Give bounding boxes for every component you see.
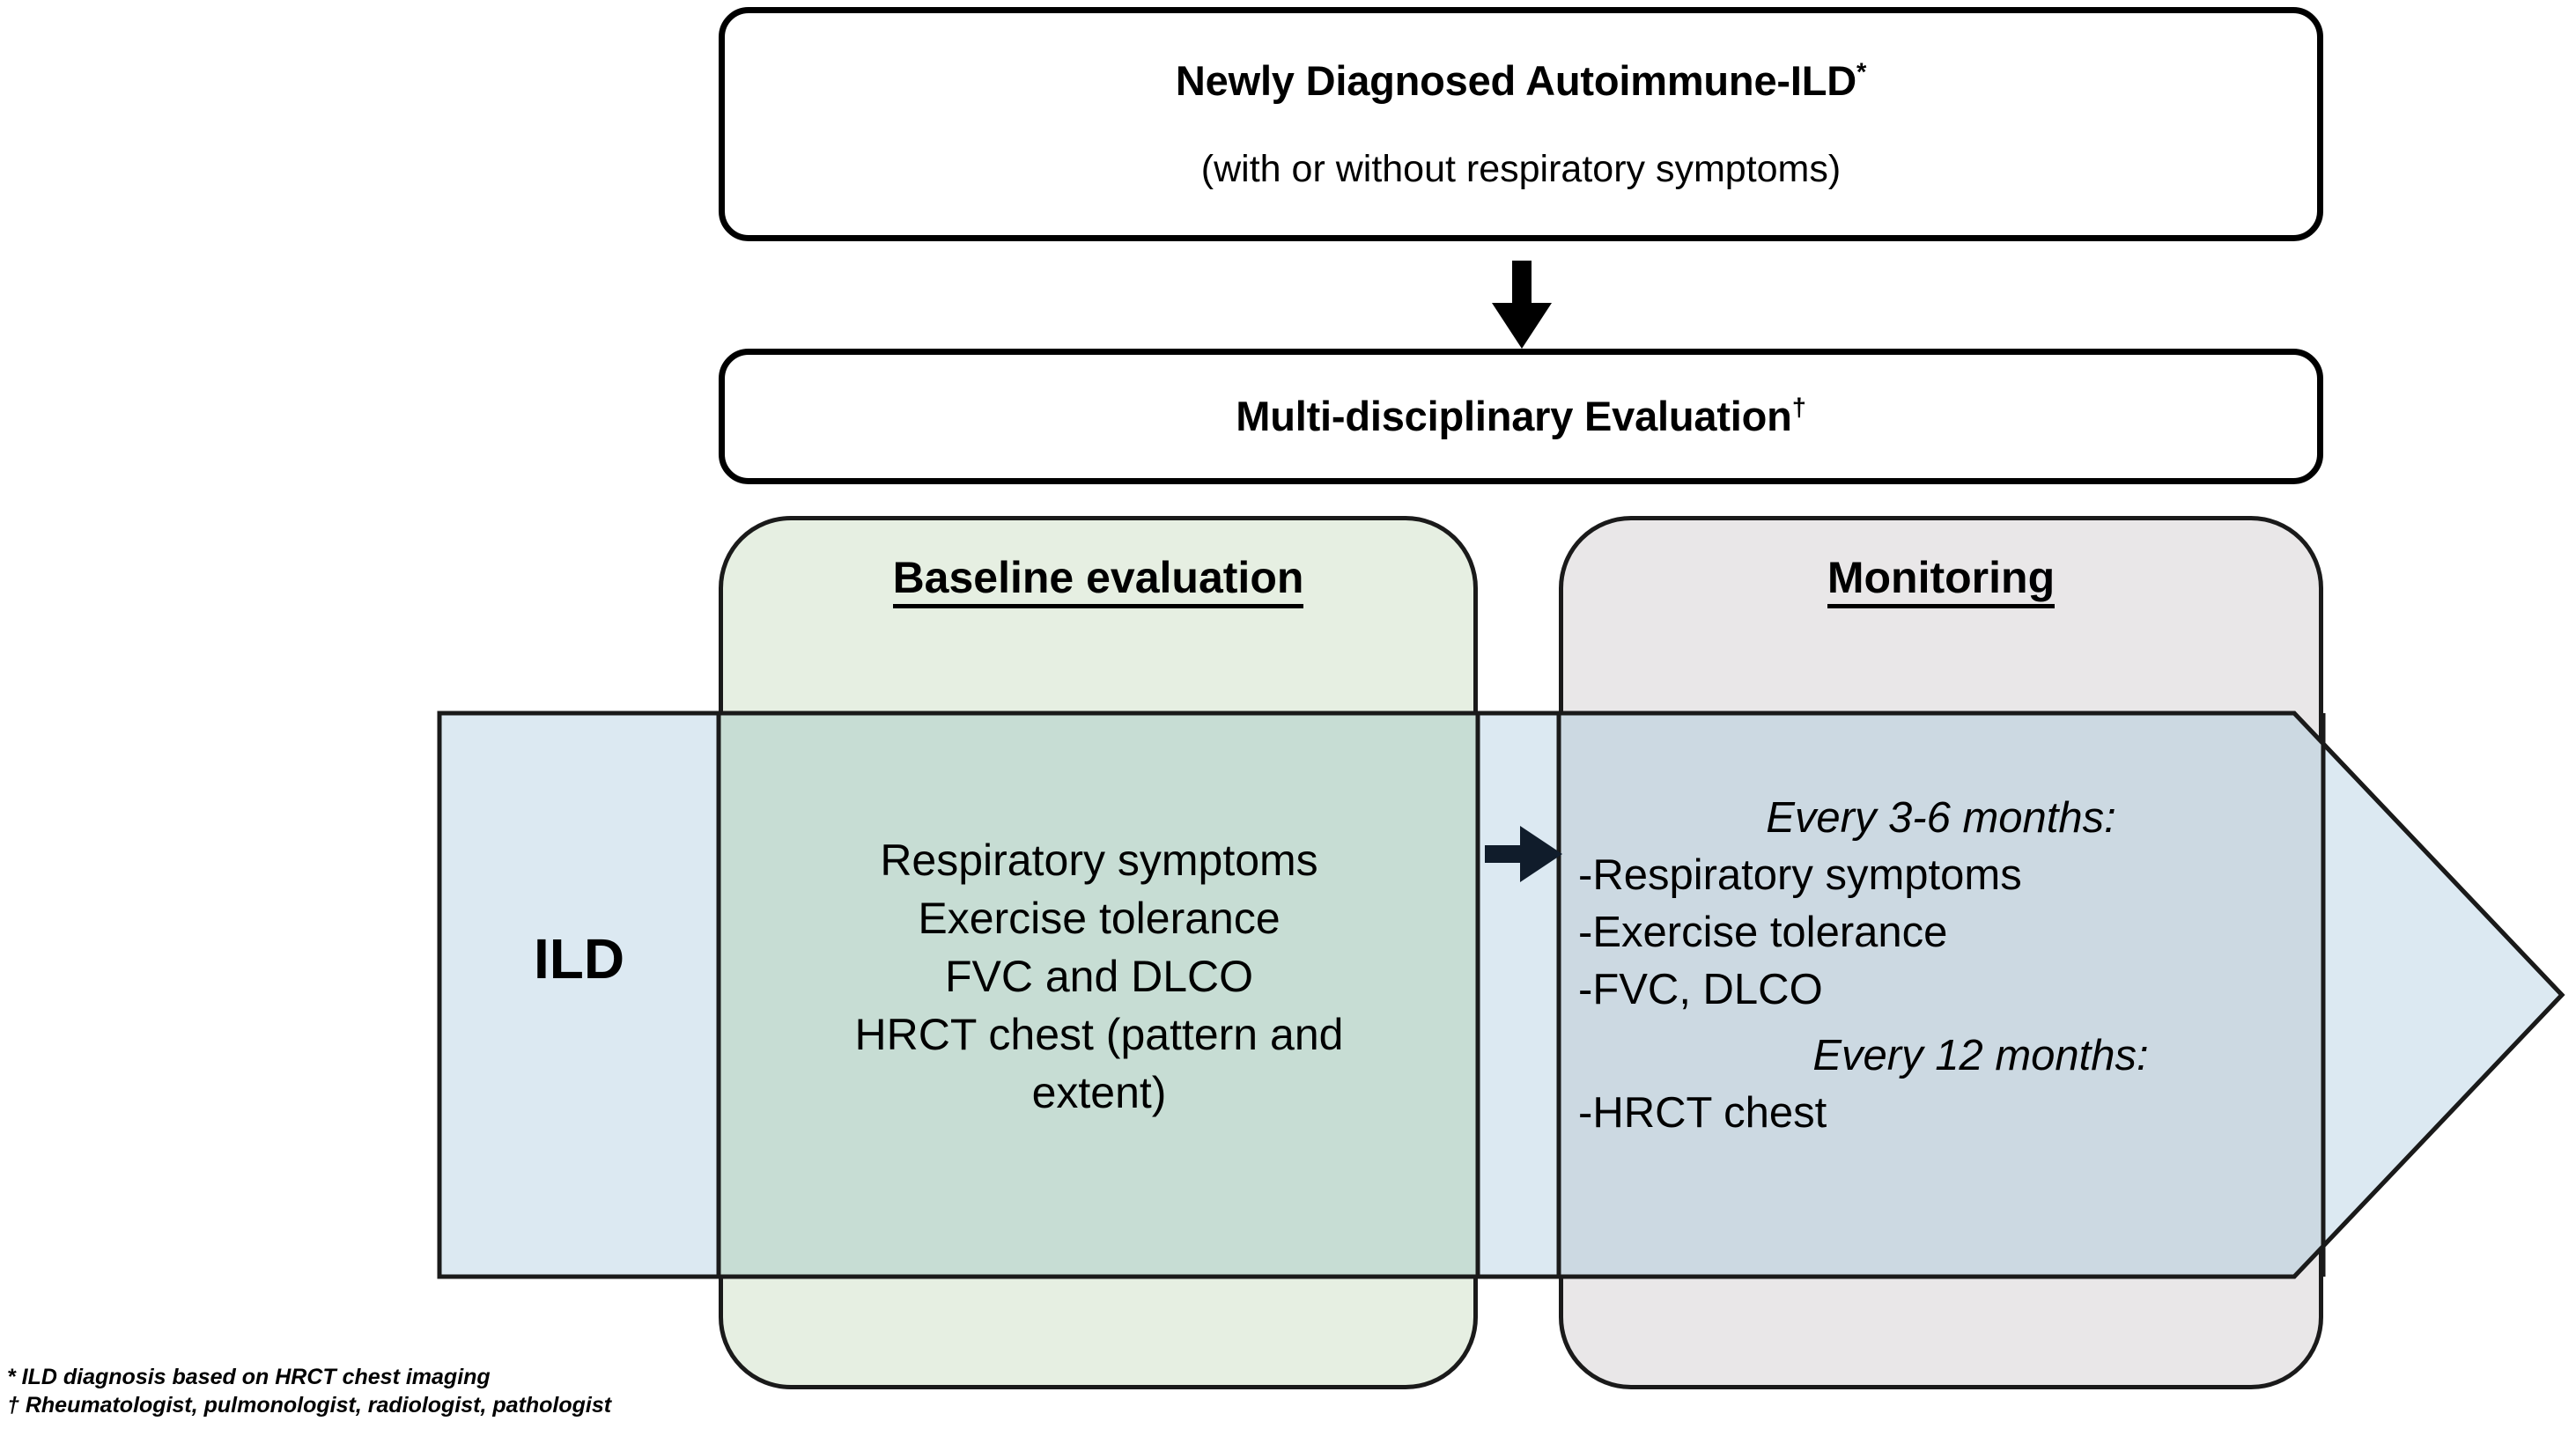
- baseline-evaluation-heading: Baseline evaluation: [723, 552, 1473, 608]
- list-item: FVC and DLCO: [944, 952, 1254, 1001]
- list-item: HRCT chest (pattern and: [854, 1010, 1344, 1059]
- newly-diagnosed-subtitle: (with or without respiratory symptoms): [1200, 148, 1842, 191]
- ild-label: ILD: [533, 927, 625, 990]
- multidisciplinary-evaluation-title: Multi-disciplinary Evaluation†: [1236, 393, 1806, 440]
- list-item: -HRCT chest: [1578, 1089, 1827, 1137]
- right-arrow-icon: [1485, 824, 1564, 884]
- list-item: -Exercise tolerance: [1578, 909, 1948, 956]
- monitoring-list: Every 3-6 months: -Respiratory symptoms …: [1564, 797, 2318, 1149]
- list-item: -Respiratory symptoms: [1578, 851, 2022, 899]
- monitoring-heading: Monitoring: [1563, 552, 2319, 608]
- list-item: -FVC, DLCO: [1578, 966, 1823, 1013]
- dagger-marker: †: [1791, 394, 1806, 423]
- list-item: Respiratory symptoms: [880, 836, 1318, 885]
- baseline-evaluation-list: Respiratory symptoms Exercise tolerance …: [724, 838, 1474, 1129]
- list-item: Exercise tolerance: [918, 894, 1281, 943]
- asterisk-marker: *: [1856, 57, 1867, 86]
- monitoring-group-1-heading: Every 3-6 months:: [1766, 794, 2116, 842]
- newly-diagnosed-box: Newly Diagnosed Autoimmune-ILD* (with or…: [719, 7, 2323, 241]
- newly-diagnosed-title: Newly Diagnosed Autoimmune-ILD*: [1175, 56, 1867, 104]
- footnote-asterisk: * ILD diagnosis based on HRCT chest imag…: [7, 1365, 491, 1389]
- down-arrow-icon: [1490, 261, 1554, 350]
- monitoring-group-2-heading: Every 12 months:: [1812, 1032, 2149, 1079]
- footnote-dagger: † Rheumatologist, pulmonologist, radiolo…: [7, 1393, 612, 1418]
- list-item: extent): [1031, 1068, 1167, 1117]
- multidisciplinary-evaluation-box: Multi-disciplinary Evaluation†: [719, 349, 2323, 484]
- footnotes: * ILD diagnosis based on HRCT chest imag…: [7, 1363, 611, 1419]
